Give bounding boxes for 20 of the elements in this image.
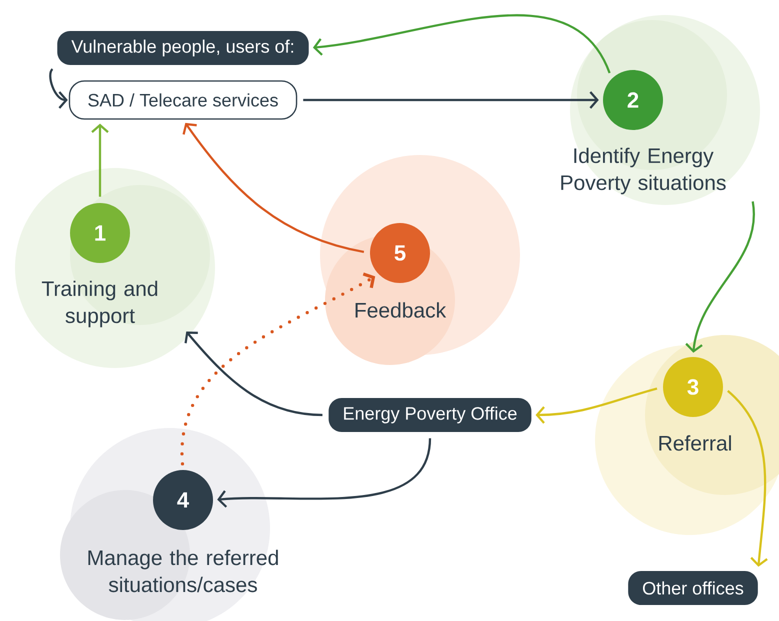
dotted-arrow xyxy=(180,272,376,466)
step-label: Referral xyxy=(659,435,731,451)
label-pill: Other offices xyxy=(628,571,758,605)
arrow xyxy=(536,387,658,424)
arrow xyxy=(312,14,611,74)
step-label: Manage the referred situations/cases xyxy=(88,550,278,592)
service-pill: SAD / Telecare services xyxy=(68,80,298,120)
arrow xyxy=(182,122,364,254)
step-label: Identify Energy Poverty situations xyxy=(561,148,726,194)
arrow xyxy=(91,124,109,197)
arrow xyxy=(217,438,432,508)
arrow xyxy=(303,91,599,109)
arrow xyxy=(49,68,68,109)
step-label: Feedback xyxy=(356,302,446,318)
arrow xyxy=(727,390,768,567)
arrow xyxy=(184,332,322,416)
label-pill: Energy Poverty Office xyxy=(328,398,532,432)
arrow xyxy=(685,201,755,353)
label-pill: Vulnerable people, users of: xyxy=(57,31,309,65)
step-label: Training and support xyxy=(42,280,158,328)
